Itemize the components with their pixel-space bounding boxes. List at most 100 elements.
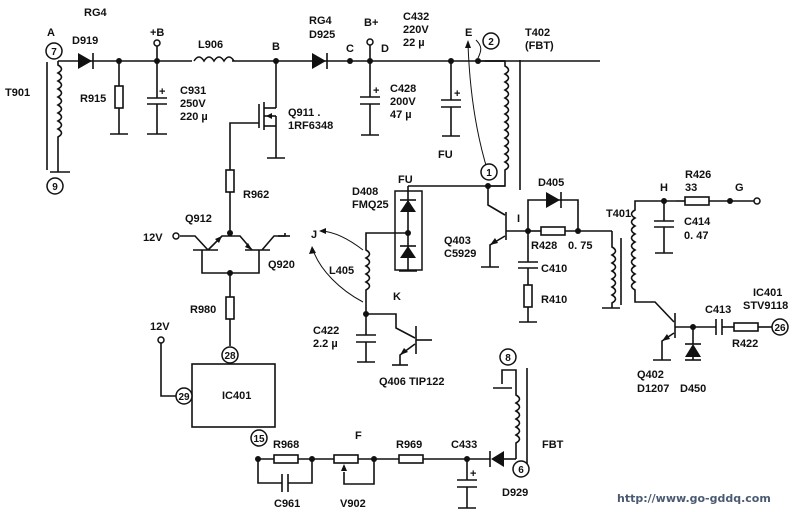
transistor-q912 xyxy=(180,235,260,274)
r962-label: R962 xyxy=(243,189,269,201)
mosfet-q911 xyxy=(229,61,285,170)
resistor-r422 xyxy=(722,322,773,332)
svg-text:+: + xyxy=(470,468,476,480)
pin-2-marker xyxy=(482,32,500,50)
12v-input-b xyxy=(157,336,165,344)
node-b-label: B xyxy=(272,41,280,53)
c414-value: 0. 47 xyxy=(684,230,708,242)
pin-9-marker xyxy=(46,177,64,195)
pin-1-label: 1 xyxy=(486,168,492,179)
pin-6-marker xyxy=(512,460,530,478)
b-plus-label: B+ xyxy=(364,17,378,29)
c433-label: C433 xyxy=(451,439,477,451)
pin-8-marker xyxy=(499,348,517,366)
r968-label: R968 xyxy=(273,439,299,451)
fu1-label: FU xyxy=(438,149,453,161)
q403-label: Q403 xyxy=(444,235,471,247)
inductor-l906 xyxy=(192,55,235,65)
d450-label: D450 xyxy=(680,383,706,395)
potentiometer-v902 xyxy=(333,454,375,485)
12v-input-a xyxy=(172,232,180,240)
capacitor-c414 xyxy=(654,201,674,254)
c422-capacitance: 2.2 µ xyxy=(313,338,338,350)
pin-6-label: 6 xyxy=(518,465,524,476)
node-d-label: D xyxy=(381,43,389,55)
l405-label: L405 xyxy=(329,265,354,277)
transistor-q920 xyxy=(230,233,290,251)
t402-label: T402 xyxy=(525,27,550,39)
capacitor-c931: + xyxy=(147,61,167,135)
ic401-part-label: STV9118 xyxy=(743,300,788,312)
pin-15-marker xyxy=(250,429,268,447)
resistor-r968 xyxy=(273,454,299,464)
v902-label: V902 xyxy=(340,498,366,510)
node-g-label: G xyxy=(735,182,744,194)
c413-label: C413 xyxy=(705,304,731,316)
node-g-terminal xyxy=(753,197,761,205)
node-a-label: A xyxy=(47,27,55,39)
diode-d405 xyxy=(527,192,579,231)
pin-28-marker xyxy=(221,346,239,364)
resistor-r410 xyxy=(519,284,537,323)
resistor-r428 xyxy=(528,226,612,236)
capacitor-c433: + xyxy=(457,459,477,509)
pin-29-label: 29 xyxy=(178,392,190,403)
c432-capacitance: 22 µ xyxy=(403,37,425,49)
pin-7-label: 7 xyxy=(51,47,57,58)
q406-label: Q406 TIP122 xyxy=(379,376,444,388)
pin-26-marker xyxy=(771,318,789,336)
d929-label: D929 xyxy=(502,487,528,499)
rg4-top-label: RG4 xyxy=(84,7,108,19)
fbt-label: FBT xyxy=(542,439,564,451)
t402-fbt-label: (FBT) xyxy=(525,40,554,52)
pin-7-marker xyxy=(45,42,63,60)
q402-part: D1207 xyxy=(637,383,669,395)
transformer-t901: 7 9 xyxy=(45,42,70,195)
c428-voltage: 200V xyxy=(390,96,416,108)
diode-d450 xyxy=(685,327,701,361)
q911-part: 1RF6348 xyxy=(288,120,333,132)
node-j-label: J xyxy=(311,229,317,241)
r428-value: 0. 75 xyxy=(568,240,592,252)
r422-label: R422 xyxy=(732,338,758,350)
node-h-label: H xyxy=(660,182,668,194)
12v-b-label: 12V xyxy=(150,321,170,333)
svg-text:+: + xyxy=(373,85,379,97)
r426-value: 33 xyxy=(685,182,697,194)
transistor-q406 xyxy=(366,313,432,366)
node-i-label: I xyxy=(517,213,520,225)
capacitor-c432: + xyxy=(441,61,461,137)
diode-d929 xyxy=(489,451,516,467)
transistor-q403 xyxy=(481,186,528,268)
capacitor-c413 xyxy=(715,319,723,335)
diode-d919 xyxy=(78,53,94,69)
r426-label: R426 xyxy=(685,169,711,181)
capacitor-c410 xyxy=(518,231,538,285)
plus-b-label: +B xyxy=(150,27,164,39)
fbt-winding xyxy=(493,368,528,465)
node-c-label: C xyxy=(346,43,354,55)
c428-label: C428 xyxy=(390,83,416,95)
d919-label: D919 xyxy=(72,35,98,47)
rg4-mid-label: RG4 xyxy=(309,15,333,27)
capacitor-c961 xyxy=(257,459,313,492)
d408-label: D408 xyxy=(352,186,378,198)
t901-label: T901 xyxy=(5,87,30,99)
b-plus-terminal xyxy=(366,38,374,46)
r428-label: R428 xyxy=(531,240,557,252)
node-e-label: E xyxy=(465,27,472,39)
q912-label: Q912 xyxy=(185,213,212,225)
c410-label: C410 xyxy=(541,263,567,275)
c961-label: C961 xyxy=(274,498,300,510)
c931-voltage: 250V xyxy=(180,98,206,110)
q920-label: Q920 xyxy=(268,259,295,271)
r915-label: R915 xyxy=(80,93,106,105)
c931-capacitance: 220 µ xyxy=(180,111,208,123)
pin-8-label: 8 xyxy=(505,353,511,364)
resistor-r980 xyxy=(225,273,235,346)
capacitor-c428: + xyxy=(360,61,380,136)
pin-15-label: 15 xyxy=(253,434,265,445)
ic401-ref-label: IC401 xyxy=(753,287,782,299)
node-f-label: F xyxy=(355,430,362,442)
diode-d925 xyxy=(312,53,328,69)
